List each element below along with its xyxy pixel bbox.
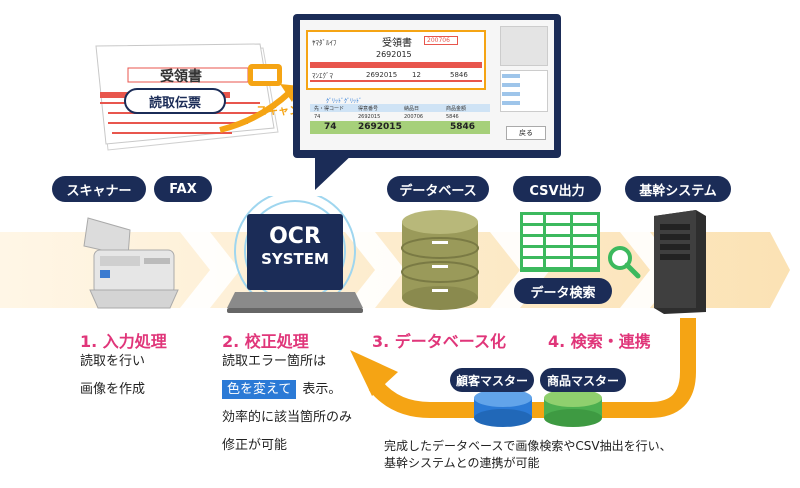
csv-grid-icon xyxy=(520,212,600,272)
screen-row2-n1: 12 xyxy=(412,71,421,79)
screen-side-panel xyxy=(500,26,548,66)
screen-header-2: 納品日 xyxy=(404,106,420,112)
chevron-2 xyxy=(345,232,405,308)
step-3-title: 3. データベース化 xyxy=(372,332,506,351)
screen-row2-left: ﾏﾝｴｸﾞﾏ xyxy=(312,72,333,80)
screen-grid-header xyxy=(310,104,490,112)
step-1-title: 1. 入力処理 xyxy=(80,332,167,351)
screen-big-number: 2692015 xyxy=(358,122,402,132)
screen-row1-3: 5846 xyxy=(446,114,459,120)
chevron-1 xyxy=(180,232,240,308)
screen-number: 2692015 xyxy=(376,50,412,59)
scan-label: スキャン xyxy=(256,104,300,117)
database-label: データベース xyxy=(387,176,489,202)
system-text: SYSTEM xyxy=(261,250,329,268)
scanner-label: スキャナー xyxy=(52,176,146,202)
bottom-note: 完成したデータベースで画像検索やCSV抽出を行い、 基幹システムとの連携が可能 xyxy=(384,438,672,472)
ocr-text: OCR xyxy=(269,224,321,249)
screen-highlight-row xyxy=(310,121,490,134)
step-2-line-4: 修正が可能 xyxy=(222,438,288,453)
screen: ﾔﾏﾀﾞﾙｲﾌ 受領書 200706 2692015 ﾏﾝｴｸﾞﾏ 269201… xyxy=(300,20,554,150)
data-search-label: データ検索 xyxy=(514,278,612,304)
step-2-title: 2. 校正処理 xyxy=(222,332,309,351)
screen-red-line xyxy=(310,80,482,82)
server-icon xyxy=(654,210,706,314)
screen-tab[interactable]: ｸﾞﾘｯﾄﾞｸﾞﾘｯﾄﾞ xyxy=(326,98,363,105)
product-master-label: 商品マスター xyxy=(540,368,626,392)
screen-row1-1: 2692015 xyxy=(358,114,381,120)
csv-output-label: CSV出力 xyxy=(513,176,601,202)
screen-row2-n2: 5846 xyxy=(450,71,468,79)
laptop-icon xyxy=(227,196,363,313)
screen-title: 受領書 xyxy=(382,38,412,49)
step-2-line-2: 色を変えて表示。 xyxy=(222,376,341,404)
screen-row1-0: 74 xyxy=(314,114,321,120)
database-icon xyxy=(401,210,479,310)
step-2-line-1: 読取エラー箇所は xyxy=(222,354,327,369)
customer-master-label: 顧客マスター xyxy=(450,368,534,392)
screen-big-amount: 5846 xyxy=(450,122,476,132)
screen-big-code: 74 xyxy=(324,122,337,132)
step-2-line-3: 効率的に該当箇所のみ xyxy=(222,410,353,425)
search-icon xyxy=(608,246,641,279)
screen-header-0: 先・得コード xyxy=(314,106,345,112)
core-system-label: 基幹システム xyxy=(625,176,731,202)
step-1-line-1: 読取を行い xyxy=(80,354,146,369)
paper-title: 受領書 xyxy=(160,69,202,85)
screen-red-bar xyxy=(310,62,482,68)
step-1-line-2: 画像を作成 xyxy=(80,382,146,397)
monitor-callout-tail xyxy=(315,152,355,190)
fax-label: FAX xyxy=(154,176,212,202)
master-cylinders xyxy=(474,389,602,427)
screen-header-1: 得意番号 xyxy=(358,106,379,112)
screen-return-button[interactable]: 戻る xyxy=(506,126,546,140)
read-slip-badge: 読取伝票 xyxy=(124,88,226,114)
screen-row1-2: 200706 xyxy=(404,114,424,120)
scanner-icon xyxy=(83,217,179,309)
screen-code-box: 200706 xyxy=(424,36,458,45)
screen-top-small: ﾔﾏﾀﾞﾙｲﾌ xyxy=(312,39,337,47)
highlight-color-change: 色を変えて xyxy=(222,380,297,399)
screen-header-3: 商品金額 xyxy=(446,106,467,112)
bottom-note-line-2: 基幹システムとの連携が可能 xyxy=(384,456,540,470)
step-4-title: 4. 検索・連携 xyxy=(548,332,651,351)
screen-row2-mid: 2692015 xyxy=(366,71,398,79)
bottom-note-line-1: 完成したデータベースで画像検索やCSV抽出を行い、 xyxy=(384,439,672,453)
step-2-line-2-text: 表示。 xyxy=(302,382,342,397)
